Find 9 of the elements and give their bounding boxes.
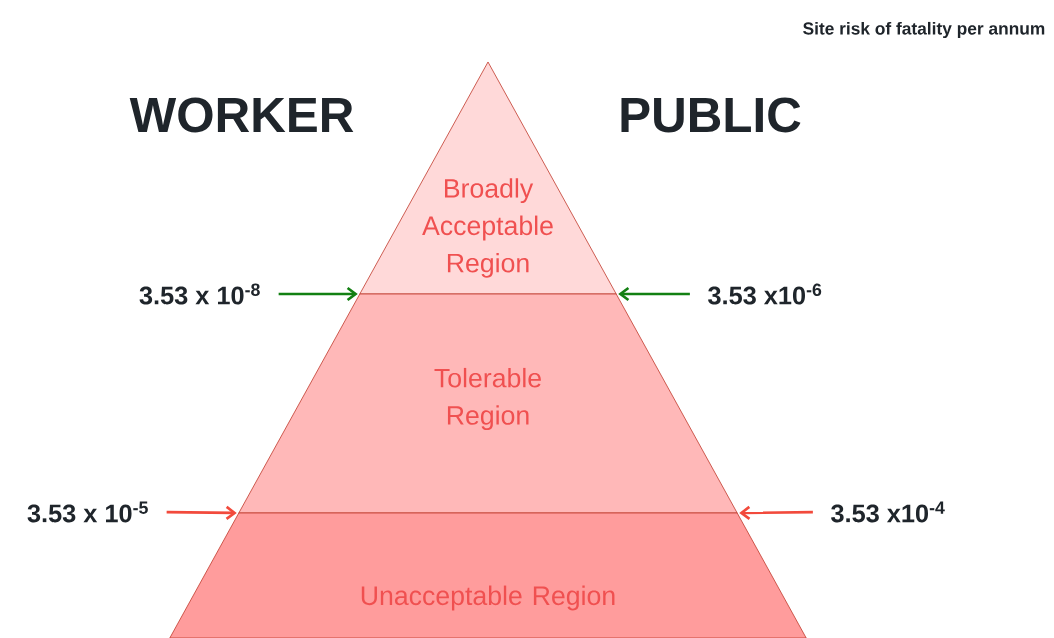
arrow [618,286,690,302]
region-band: Unacceptable Region [169,512,807,638]
risk-value: 3.53 x 10$^{-5}$ [27,501,148,523]
region-band: Broadly Acceptable Region [359,61,617,295]
arrow [739,505,813,520]
risk-value: 3.53 x10$^{-4}$ [831,501,945,523]
arrow [166,505,237,520]
title: Site risk of fatality per annum [803,21,1045,39]
arrow [278,286,358,302]
